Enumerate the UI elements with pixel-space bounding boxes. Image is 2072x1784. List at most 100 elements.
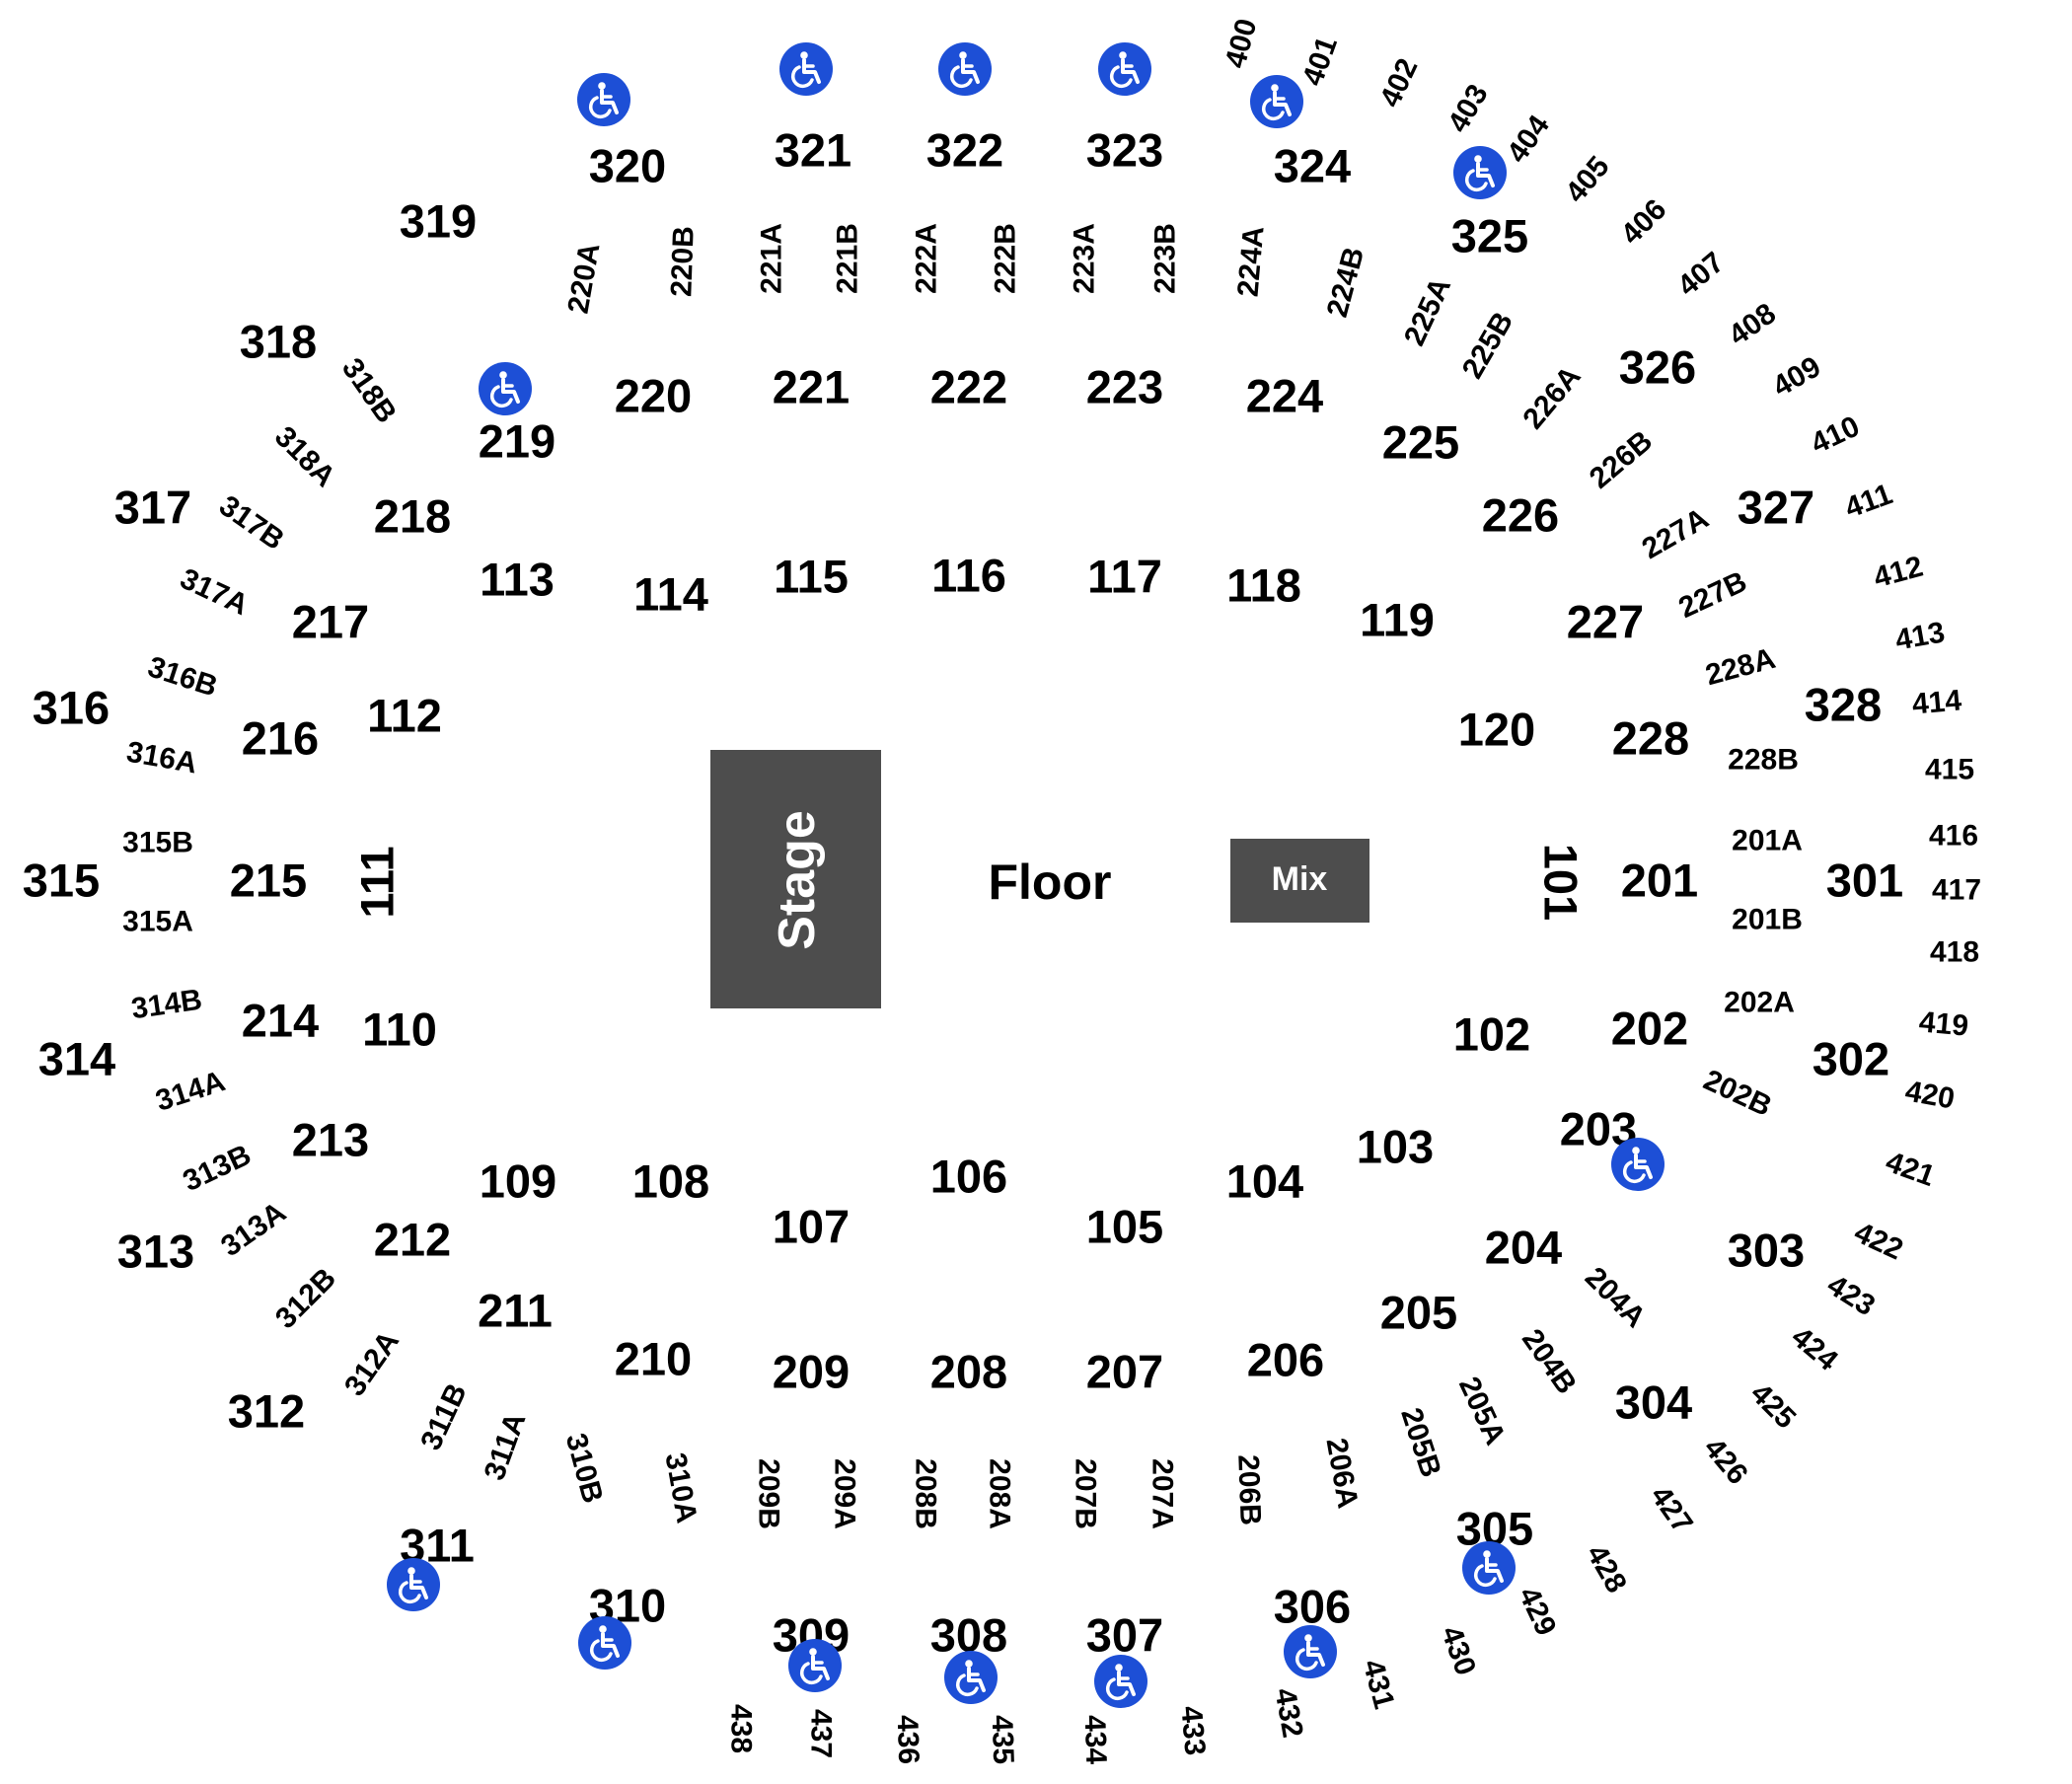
section-405[interactable]: 405: [1559, 150, 1615, 209]
section-429[interactable]: 429: [1512, 1582, 1562, 1640]
section-431[interactable]: 431: [1357, 1657, 1401, 1713]
section-318A[interactable]: 318A: [268, 420, 341, 493]
section-209[interactable]: 209: [773, 1346, 850, 1398]
section-225B[interactable]: 225B: [1456, 307, 1519, 385]
section-120[interactable]: 120: [1458, 704, 1535, 756]
section-316B[interactable]: 316B: [144, 650, 221, 704]
section-403[interactable]: 403: [1442, 79, 1495, 138]
section-312B[interactable]: 312B: [269, 1262, 342, 1335]
section-226[interactable]: 226: [1482, 489, 1559, 542]
section-422[interactable]: 422: [1849, 1216, 1907, 1266]
section-227A[interactable]: 227A: [1637, 502, 1715, 565]
section-224[interactable]: 224: [1246, 370, 1323, 422]
section-110[interactable]: 110: [362, 1004, 437, 1056]
section-205B[interactable]: 205B: [1394, 1404, 1447, 1481]
section-220B[interactable]: 220B: [665, 226, 700, 298]
section-436[interactable]: 436: [891, 1714, 925, 1764]
floor-label[interactable]: Floor: [989, 855, 1112, 910]
section-209B[interactable]: 209B: [753, 1458, 785, 1529]
section-116[interactable]: 116: [931, 550, 1006, 602]
section-313A[interactable]: 313A: [215, 1196, 292, 1263]
section-210[interactable]: 210: [615, 1333, 692, 1385]
section-327[interactable]: 327: [1738, 482, 1814, 534]
section-222A[interactable]: 222A: [911, 223, 943, 294]
section-106[interactable]: 106: [930, 1151, 1007, 1203]
section-221A[interactable]: 221A: [756, 223, 788, 294]
section-437[interactable]: 437: [805, 1709, 838, 1758]
section-400[interactable]: 400: [1220, 16, 1264, 72]
section-201[interactable]: 201: [1621, 855, 1698, 907]
section-406[interactable]: 406: [1615, 193, 1673, 252]
section-312[interactable]: 312: [228, 1385, 305, 1438]
section-311B[interactable]: 311B: [414, 1378, 474, 1454]
section-438[interactable]: 438: [725, 1704, 758, 1753]
section-414[interactable]: 414: [1911, 684, 1963, 720]
section-201B[interactable]: 201B: [1732, 904, 1803, 936]
section-434[interactable]: 434: [1078, 1714, 1113, 1764]
section-207B[interactable]: 207B: [1070, 1458, 1102, 1529]
section-319[interactable]: 319: [400, 195, 477, 248]
section-228A[interactable]: 228A: [1702, 642, 1779, 692]
section-306[interactable]: 306: [1274, 1581, 1351, 1633]
section-222[interactable]: 222: [930, 361, 1007, 413]
section-401[interactable]: 401: [1296, 33, 1344, 90]
section-225A[interactable]: 225A: [1398, 273, 1457, 351]
section-207[interactable]: 207: [1086, 1346, 1163, 1398]
section-112[interactable]: 112: [367, 690, 442, 742]
section-321[interactable]: 321: [775, 124, 851, 177]
section-215[interactable]: 215: [230, 855, 307, 907]
section-217[interactable]: 217: [292, 596, 369, 648]
section-212[interactable]: 212: [374, 1214, 451, 1266]
section-302[interactable]: 302: [1813, 1033, 1889, 1085]
section-318B[interactable]: 318B: [335, 352, 403, 429]
section-205A[interactable]: 205A: [1452, 1373, 1512, 1450]
section-411[interactable]: 411: [1841, 478, 1897, 525]
section-310A[interactable]: 310A: [659, 1450, 703, 1525]
section-202B[interactable]: 202B: [1699, 1064, 1777, 1123]
section-404[interactable]: 404: [1501, 110, 1556, 169]
section-313[interactable]: 313: [117, 1226, 194, 1278]
section-325[interactable]: 325: [1451, 210, 1528, 262]
section-223A[interactable]: 223A: [1069, 223, 1101, 294]
section-117[interactable]: 117: [1087, 551, 1162, 603]
section-206A[interactable]: 206A: [1320, 1436, 1365, 1511]
section-410[interactable]: 410: [1806, 409, 1864, 460]
section-105[interactable]: 105: [1086, 1201, 1163, 1253]
section-423[interactable]: 423: [1821, 1269, 1881, 1323]
section-202A[interactable]: 202A: [1724, 987, 1795, 1019]
section-218[interactable]: 218: [374, 490, 451, 543]
section-430[interactable]: 430: [1435, 1622, 1482, 1679]
section-407[interactable]: 407: [1671, 246, 1731, 302]
section-314A[interactable]: 314A: [152, 1065, 229, 1118]
section-119[interactable]: 119: [1360, 594, 1435, 646]
section-216[interactable]: 216: [242, 712, 319, 765]
section-409[interactable]: 409: [1767, 350, 1826, 404]
section-419[interactable]: 419: [1918, 1005, 1970, 1042]
section-227[interactable]: 227: [1567, 596, 1644, 648]
section-101[interactable]: 101: [1535, 844, 1588, 921]
section-206B[interactable]: 206B: [1231, 1454, 1266, 1526]
section-427[interactable]: 427: [1644, 1480, 1699, 1539]
section-418[interactable]: 418: [1930, 936, 1979, 969]
section-417[interactable]: 417: [1932, 874, 1981, 907]
section-412[interactable]: 412: [1871, 551, 1927, 595]
section-328[interactable]: 328: [1805, 679, 1882, 731]
section-223B[interactable]: 223B: [1149, 223, 1182, 294]
section-207A[interactable]: 207A: [1147, 1458, 1179, 1529]
section-307[interactable]: 307: [1086, 1609, 1163, 1662]
section-415[interactable]: 415: [1925, 754, 1974, 786]
section-435[interactable]: 435: [986, 1714, 1020, 1764]
section-204A[interactable]: 204A: [1579, 1261, 1652, 1334]
section-426[interactable]: 426: [1697, 1432, 1753, 1491]
section-324[interactable]: 324: [1274, 140, 1351, 192]
section-219[interactable]: 219: [479, 415, 555, 468]
section-204B[interactable]: 204B: [1516, 1323, 1583, 1400]
section-208B[interactable]: 208B: [910, 1458, 942, 1529]
section-225[interactable]: 225: [1382, 416, 1459, 469]
section-228[interactable]: 228: [1612, 712, 1689, 765]
section-318[interactable]: 318: [240, 316, 317, 368]
section-413[interactable]: 413: [1892, 616, 1947, 656]
section-408[interactable]: 408: [1723, 297, 1782, 352]
section-303[interactable]: 303: [1728, 1225, 1805, 1277]
section-201A[interactable]: 201A: [1732, 825, 1803, 857]
